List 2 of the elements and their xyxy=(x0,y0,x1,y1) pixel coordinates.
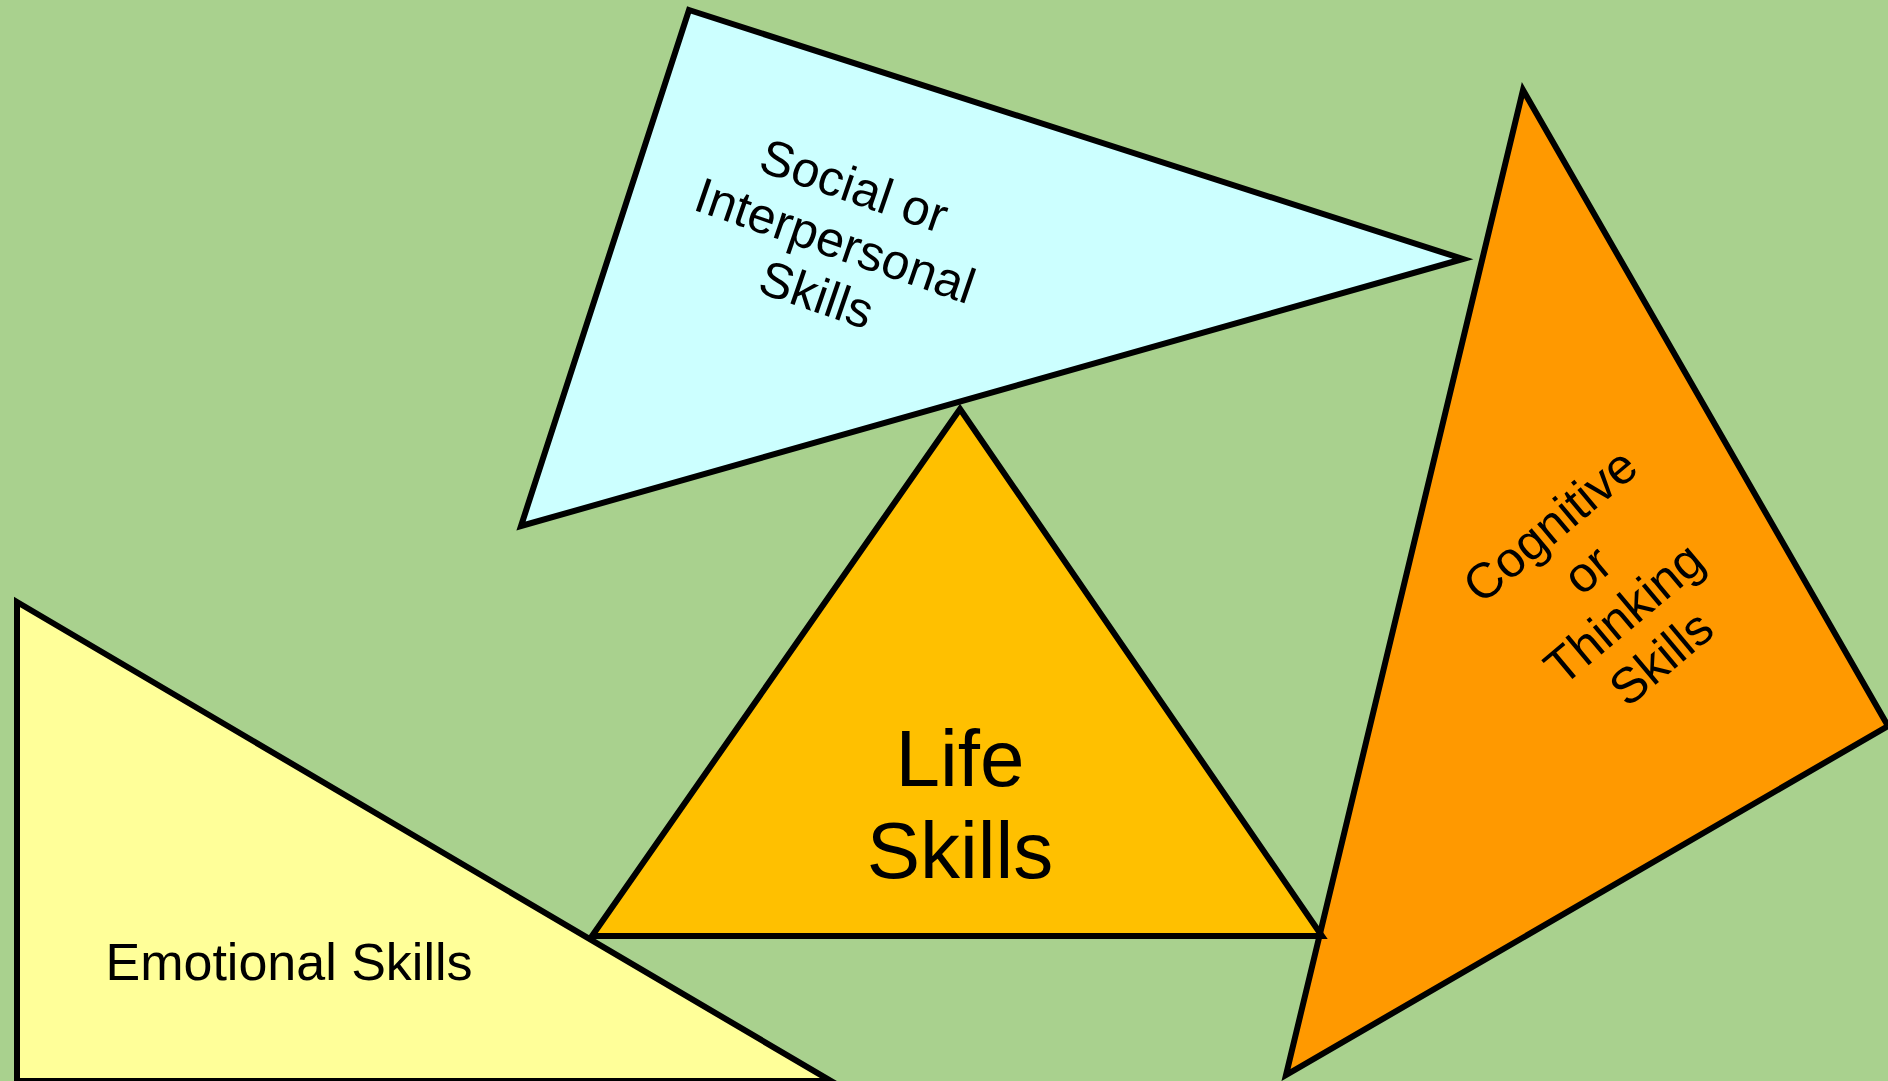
triangle-label: Life Skills xyxy=(865,713,1055,897)
triangle-label: Emotional Skills xyxy=(104,933,474,993)
